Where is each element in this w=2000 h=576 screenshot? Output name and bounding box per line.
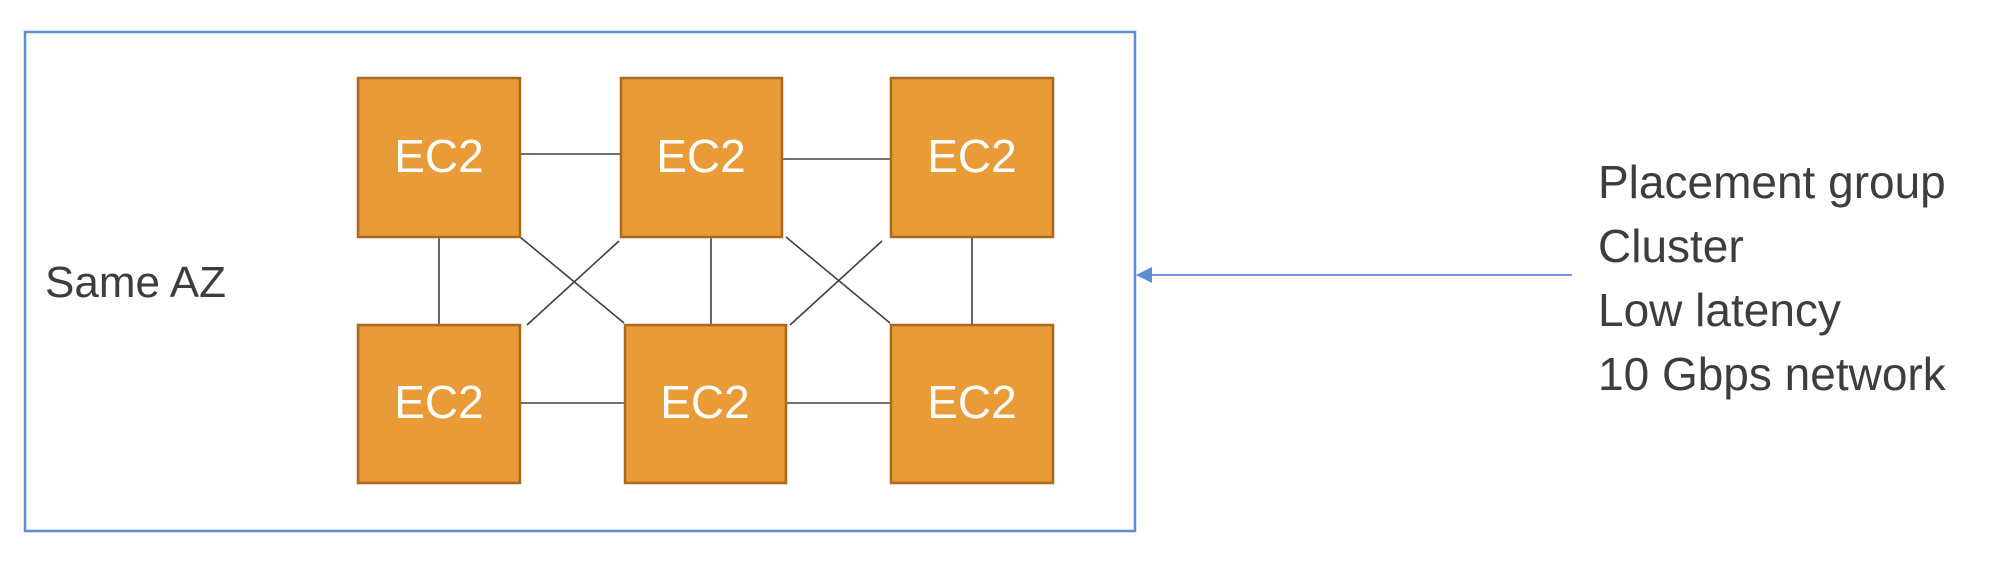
ec2-label: EC2 [656, 130, 745, 182]
ec2-instance: EC2 [356, 323, 522, 485]
ec2-instance: EC2 [889, 76, 1055, 239]
ec2-label: EC2 [927, 130, 1016, 182]
description-line: Low latency [1598, 284, 1841, 336]
ec2-instance: EC2 [623, 323, 788, 485]
connector-diagonal-left-up [526, 240, 620, 326]
connector-diagonal-right-down [785, 236, 891, 324]
ec2-instance: EC2 [619, 76, 784, 239]
ec2-label: EC2 [927, 376, 1016, 428]
connector-diagonal-right-up [789, 240, 883, 326]
placement-group-description: Placement group Cluster Low latency 10 G… [1598, 150, 1946, 406]
instance-connectors [438, 153, 973, 404]
ec2-instance: EC2 [889, 323, 1055, 485]
connector-diagonal-left-down [519, 236, 625, 324]
availability-zone-label: Same AZ [45, 258, 226, 307]
ec2-instance: EC2 [356, 76, 522, 239]
description-arrow [1136, 267, 1572, 283]
ec2-label: EC2 [660, 376, 749, 428]
ec2-label: EC2 [394, 130, 483, 182]
ec2-label: EC2 [394, 376, 483, 428]
description-line: 10 Gbps network [1598, 348, 1946, 400]
description-line: Placement group [1598, 156, 1946, 208]
arrow-head-icon [1136, 267, 1152, 283]
description-line: Cluster [1598, 220, 1744, 272]
availability-zone-box [23, 30, 1137, 533]
